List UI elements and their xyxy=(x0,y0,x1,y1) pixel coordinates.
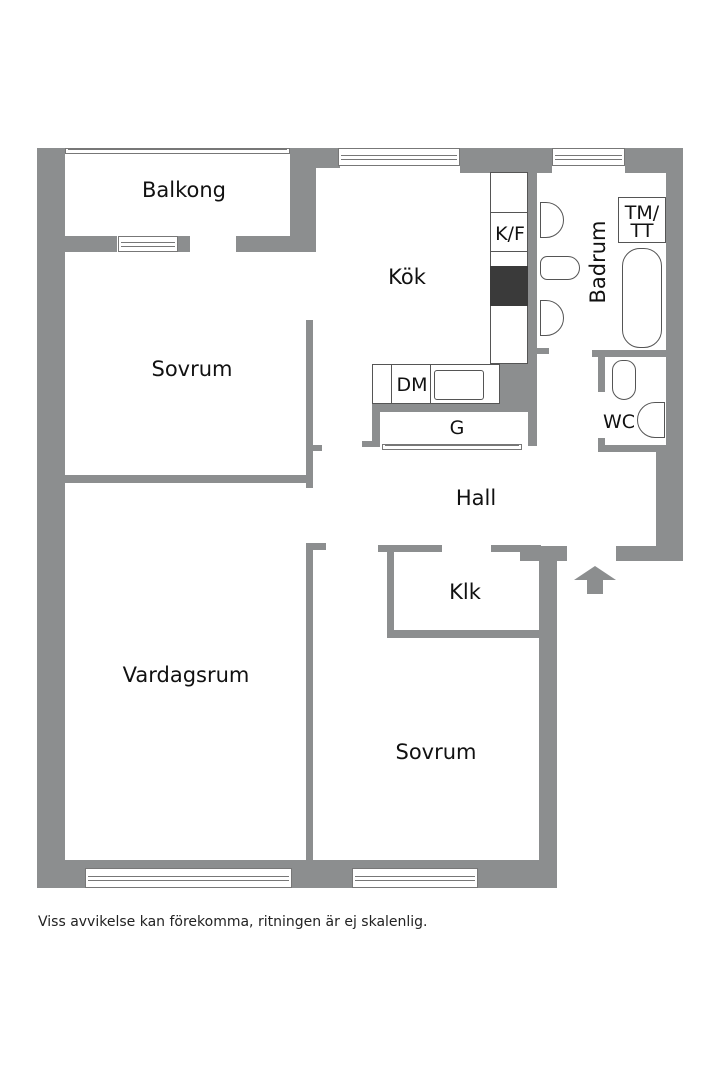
wall xyxy=(491,545,541,552)
stove-icon xyxy=(490,266,528,306)
wall xyxy=(528,170,537,446)
wall xyxy=(372,404,528,412)
tmtt-line1: TM/ xyxy=(624,202,660,224)
wall xyxy=(387,545,394,637)
wall xyxy=(592,350,668,357)
wall xyxy=(306,543,326,550)
wall xyxy=(656,450,668,560)
window xyxy=(118,236,178,252)
wall xyxy=(460,148,552,173)
kf-unit xyxy=(490,212,528,252)
wall xyxy=(178,236,190,252)
window xyxy=(85,868,292,888)
washbasin-icon xyxy=(540,300,564,336)
wall xyxy=(65,475,313,483)
wall xyxy=(37,148,65,888)
room-label-g: G xyxy=(449,417,465,439)
wall xyxy=(306,543,313,863)
room-label-dm: DM xyxy=(396,374,428,396)
toilet-icon xyxy=(612,360,636,400)
wall xyxy=(598,350,605,392)
washbasin-icon xyxy=(637,402,665,438)
room-label-sovrum-1: Sovrum xyxy=(151,357,233,381)
wall xyxy=(37,236,117,252)
wall xyxy=(598,445,668,452)
bathtub-icon xyxy=(622,248,662,348)
room-label-wc: WC xyxy=(602,411,636,433)
dm-unit xyxy=(391,364,431,404)
room-label-balkong: Balkong xyxy=(141,178,227,202)
wall xyxy=(537,348,549,354)
window xyxy=(352,868,478,888)
washbasin-icon xyxy=(540,202,564,238)
room-label-hall: Hall xyxy=(455,486,497,510)
wall xyxy=(306,445,322,451)
sink-icon xyxy=(434,370,484,400)
wall xyxy=(666,148,683,560)
wall xyxy=(306,320,313,488)
wall xyxy=(539,546,557,888)
window xyxy=(65,148,290,154)
room-label-klk: Klk xyxy=(449,580,481,604)
room-label-kf: K/F xyxy=(495,223,525,245)
entrance-arrow-stem xyxy=(587,580,603,594)
toilet-icon xyxy=(540,256,580,280)
wall xyxy=(387,630,541,638)
wall xyxy=(372,404,380,446)
room-label-sovrum-2: Sovrum xyxy=(395,740,477,764)
wall xyxy=(290,148,316,248)
wall xyxy=(236,236,316,252)
window xyxy=(338,148,460,166)
wall xyxy=(616,546,683,561)
room-label-vardagsrum: Vardagsrum xyxy=(122,663,250,687)
sliding-door xyxy=(382,444,522,450)
room-label-kok: Kök xyxy=(388,265,426,289)
room-label-badrum: Badrum xyxy=(586,220,610,304)
room-label-tmtt: TM/ TT xyxy=(624,202,660,242)
tmtt-line2: TT xyxy=(630,220,654,242)
entrance-arrow-icon xyxy=(574,566,616,580)
tmtt-unit xyxy=(618,197,666,243)
disclaimer-text: Viss avvikelse kan förekomma, ritningen … xyxy=(38,914,428,930)
window xyxy=(552,148,625,166)
wall xyxy=(378,545,442,552)
wall xyxy=(362,441,380,447)
